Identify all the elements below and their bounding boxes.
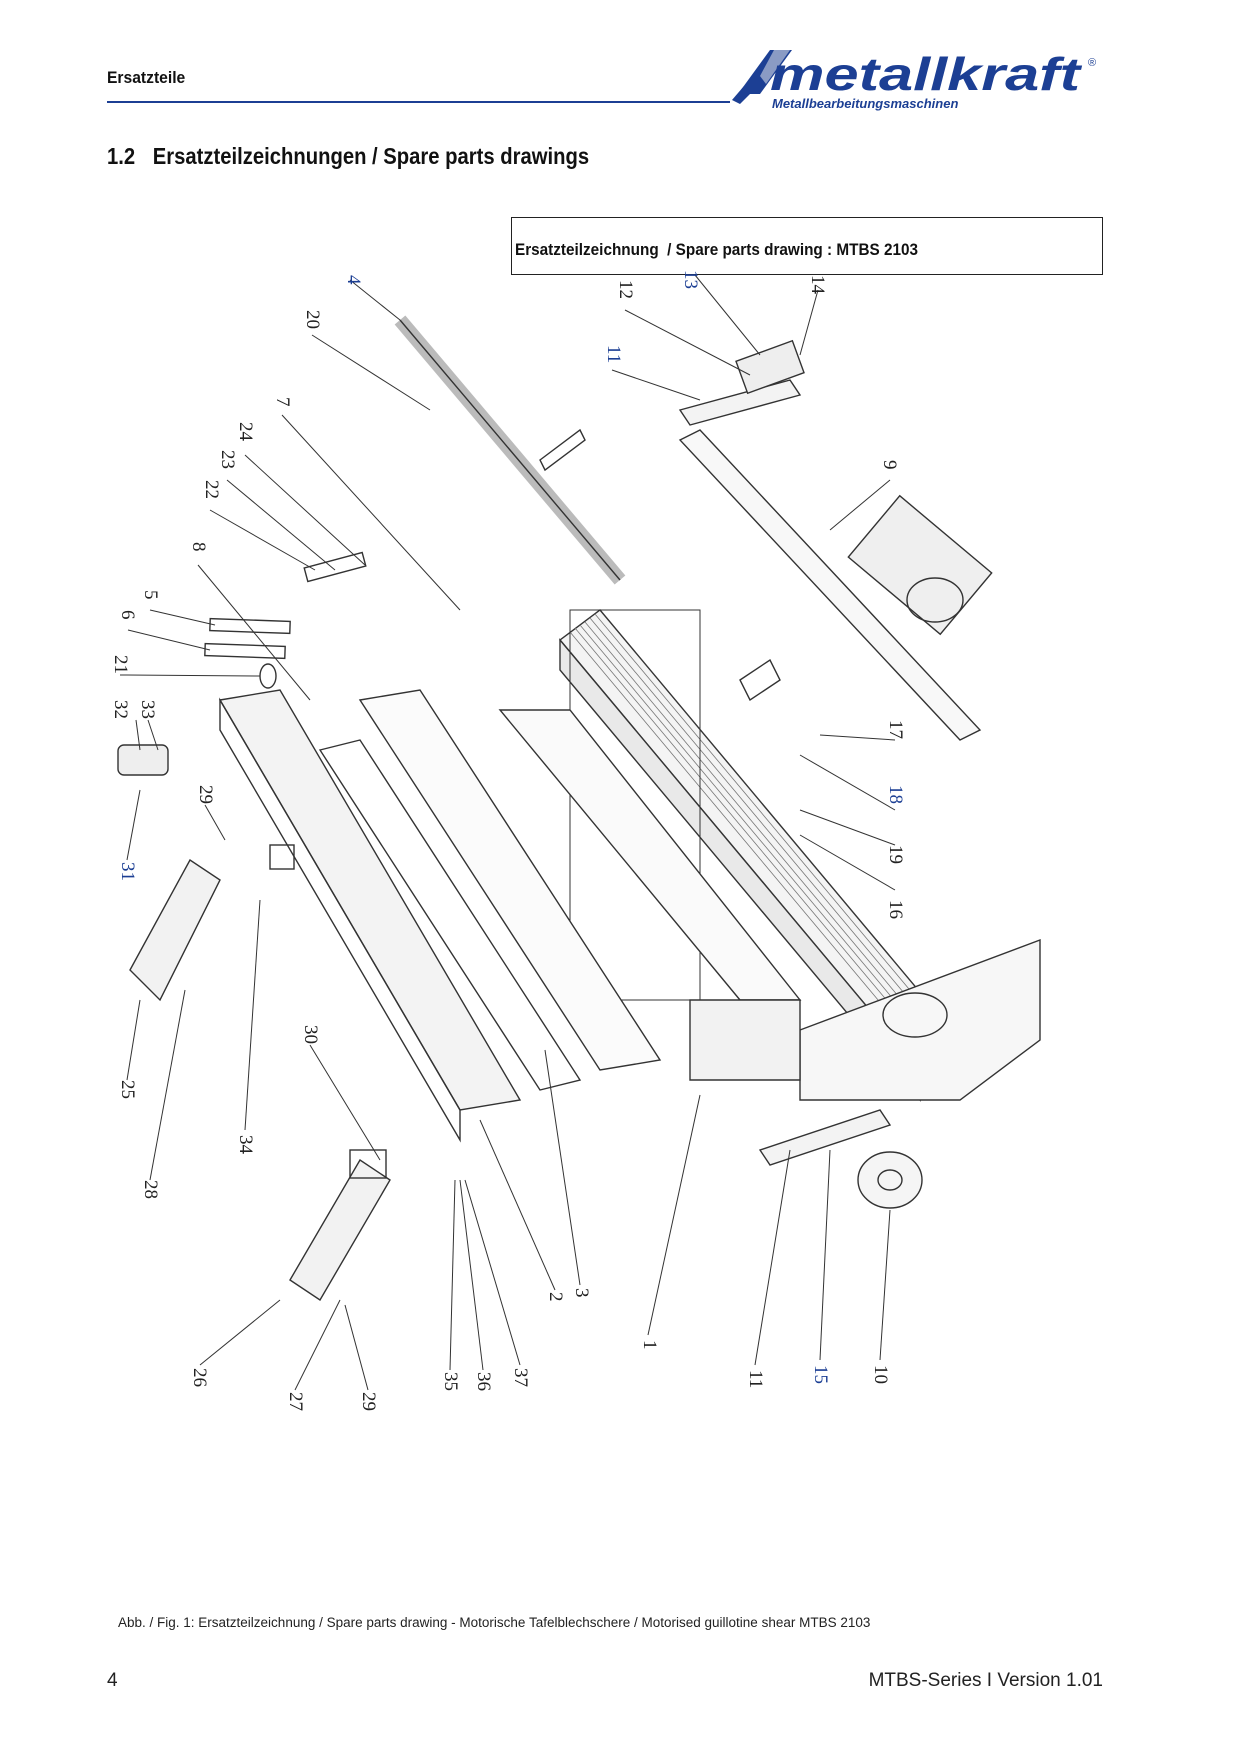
- section-number: 1.2: [107, 143, 136, 169]
- part-label: 11: [603, 345, 624, 363]
- part-label: 22: [201, 480, 222, 499]
- part-label: 13: [680, 270, 701, 289]
- part-label: 15: [810, 1365, 831, 1384]
- leader-lines: [119, 274, 896, 1391]
- exploded-parts-drawing: 4 20 13 12 14 11 7 24 23 22 9 8 6 5 21 3…: [110, 270, 1041, 1411]
- part-label: 28: [140, 1180, 161, 1199]
- part-number-labels: 4 20 13 12 14 11 7 24 23 22 9 8 6 5 21 3…: [110, 270, 906, 1411]
- part-label: 7: [272, 397, 293, 407]
- part-label: 34: [235, 1135, 256, 1155]
- page-number: 4: [107, 1670, 118, 1691]
- part-label: 11: [745, 1370, 766, 1388]
- part-label: 9: [879, 460, 900, 470]
- part-label: 4: [343, 275, 364, 285]
- registered-mark: ®: [1088, 57, 1096, 69]
- part-label: 21: [110, 655, 131, 674]
- section-title: 1.2 Ersatzteilzeichnungen / Spare parts d…: [107, 143, 589, 170]
- drawing-title-box: Ersatzteilzeichnung / Spare parts drawin…: [511, 217, 1103, 275]
- part-label: 27: [285, 1392, 306, 1411]
- logo-wordmark: metallkraft: [770, 48, 1082, 100]
- drawing-title: Ersatzteilzeichnung / Spare parts drawin…: [515, 240, 919, 259]
- section-title-text: Ersatzteilzeichnungen / Spare parts draw…: [152, 143, 590, 169]
- header-rule: [107, 101, 730, 103]
- part-label: 19: [885, 845, 906, 864]
- part-label: 10: [870, 1365, 891, 1384]
- header-section-label: Ersatzteile: [107, 68, 186, 87]
- part-label: 29: [195, 785, 216, 804]
- part-label: 33: [137, 700, 158, 719]
- part-label: 6: [117, 610, 138, 620]
- part-label: 26: [189, 1368, 210, 1387]
- part-label: 36: [473, 1372, 494, 1391]
- part-label: 20: [302, 310, 323, 329]
- part-label: 16: [885, 900, 906, 919]
- logo-tagline: Metallbearbeitungsmaschinen: [772, 96, 958, 111]
- part-label: 35: [440, 1372, 461, 1391]
- machine-illustration: [117, 315, 1041, 1301]
- part-label: 17: [885, 720, 906, 739]
- part-label: 23: [217, 450, 238, 469]
- part-label: 31: [117, 862, 138, 881]
- metallkraft-logo: metallkraft ® Metallbearbeitungsmaschine…: [732, 48, 1096, 111]
- part-label: 1: [639, 1340, 660, 1350]
- part-label: 25: [117, 1080, 138, 1099]
- part-label: 8: [188, 542, 209, 552]
- part-label: 29: [358, 1392, 379, 1411]
- footer-series-version: MTBS-Series I Version 1.01: [868, 1670, 1103, 1691]
- part-label: 12: [615, 280, 636, 299]
- figure-caption: Abb. / Fig. 1: Ersatzteilzeichnung / Spa…: [118, 1615, 871, 1630]
- part-label: 18: [885, 785, 906, 804]
- part-label: 30: [300, 1025, 321, 1044]
- part-label: 2: [545, 1292, 566, 1302]
- part-label: 5: [140, 590, 161, 600]
- part-label: 14: [807, 275, 828, 295]
- part-label: 32: [110, 700, 131, 719]
- part-label: 3: [571, 1288, 592, 1298]
- part-label: 24: [235, 422, 256, 442]
- part-label: 37: [510, 1368, 531, 1387]
